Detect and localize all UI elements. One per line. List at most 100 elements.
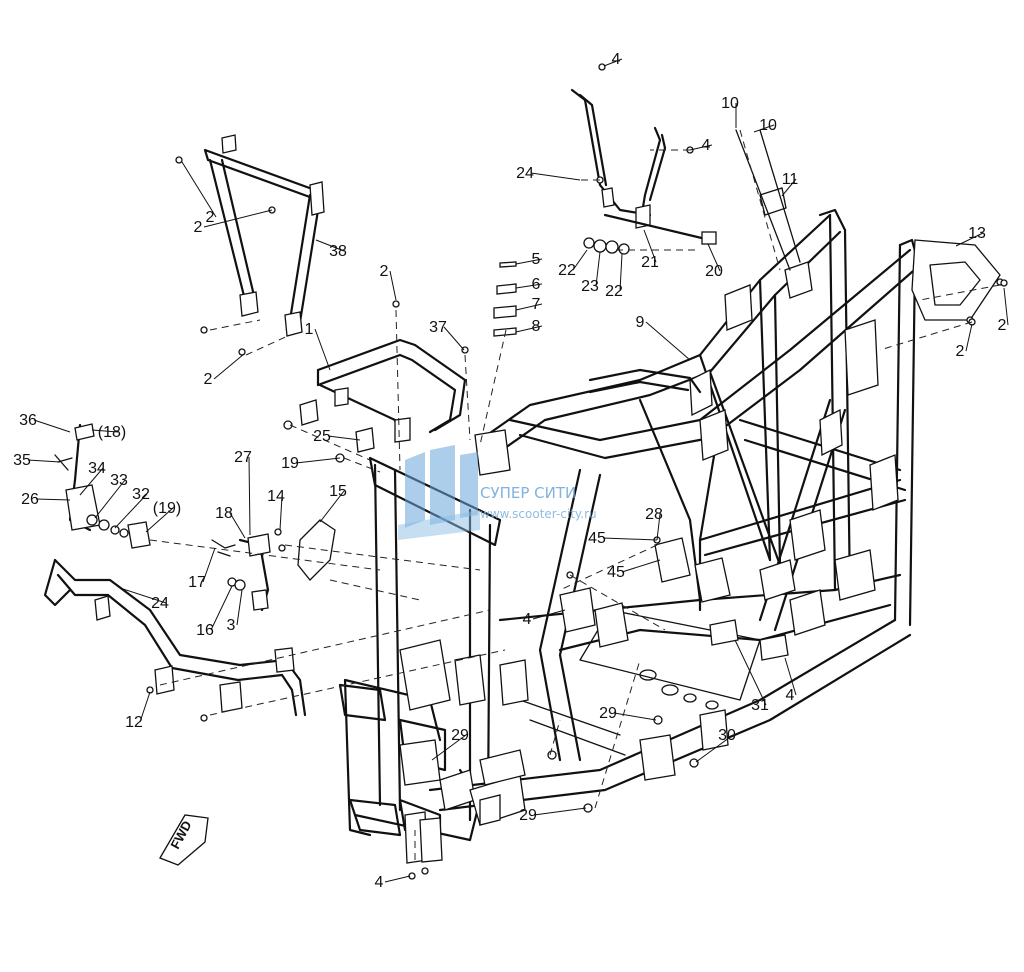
callout-leader: [613, 712, 657, 721]
callout-leader: [203, 209, 273, 228]
callout-leader: [319, 490, 345, 523]
callout-leader: [515, 258, 543, 265]
callout-leader: [27, 459, 61, 463]
part-11-bracket: [735, 129, 813, 299]
callout-label: 29: [519, 807, 537, 824]
parts-30-31-brackets: [709, 619, 789, 661]
callout-label: 4: [786, 687, 795, 704]
callout-leader: [1003, 287, 1009, 326]
callout-leader: [327, 435, 361, 441]
callout-leader: [645, 321, 691, 361]
callout-leader: [707, 243, 721, 272]
callout-label: 12: [125, 714, 143, 731]
callout-label: 2: [206, 209, 215, 226]
callout-label: 22: [558, 262, 576, 279]
callout-leader: [734, 639, 767, 706]
callout-label: 11: [782, 171, 799, 188]
callout-leader: [656, 513, 661, 541]
part-3-front-tube: [43, 558, 307, 717]
callout-label: 38: [329, 243, 347, 260]
callout-leader: [114, 493, 148, 529]
callout-leader: [314, 328, 331, 371]
bolts: [146, 63, 1008, 880]
callout-label: (18): [98, 424, 126, 441]
callout-label: 14: [267, 488, 285, 505]
callout-label: 37: [429, 319, 447, 336]
callout-label: 45: [607, 564, 625, 581]
callout-leader: [753, 124, 775, 133]
callout-label: (19): [153, 500, 181, 517]
callout-label: 8: [532, 318, 541, 335]
callout-leader: [295, 457, 341, 464]
callout-label: 13: [968, 225, 986, 242]
assembly-dashed-lines: [149, 129, 1001, 860]
callout-label: 5: [532, 251, 541, 268]
callout-leader: [210, 585, 233, 631]
callout-leader: [315, 239, 345, 252]
callout-leader: [236, 589, 243, 626]
callout-label: 35: [13, 452, 31, 469]
part-29-washers: [547, 715, 699, 813]
callout-label: 28: [645, 506, 663, 523]
callout-leader: [532, 609, 566, 620]
callout-label: 1: [305, 321, 314, 338]
parts-32-37-lever-assembly: [54, 423, 151, 549]
callout-label: 15: [329, 483, 347, 500]
callout-label: 10: [721, 95, 739, 112]
callout-label: 24: [151, 595, 169, 612]
callout-leader: [781, 178, 797, 197]
main-frame: [338, 208, 922, 842]
part-12-bracket: [399, 739, 443, 864]
part-38-rack-support: [203, 134, 325, 337]
callout-leader: [533, 807, 587, 816]
callout-leader: [515, 303, 543, 311]
callout-leader: [139, 691, 151, 723]
callout-leader: [94, 479, 126, 519]
callout-label: 18: [215, 505, 233, 522]
callout-leader: [595, 251, 601, 287]
callout-leader: [955, 232, 984, 247]
callout-label: 29: [451, 727, 469, 744]
callout-leader: [689, 144, 713, 151]
callout-leader: [389, 270, 397, 301]
callout-leader: [443, 326, 465, 351]
parts-14-19-pedal-assembly: [211, 519, 336, 612]
callout-leader: [384, 875, 411, 883]
callout-leader: [248, 456, 251, 536]
callout-leader: [784, 657, 797, 696]
callout-label: 3: [227, 617, 236, 634]
callout-label: 31: [751, 697, 769, 714]
callout-leader: [515, 325, 543, 333]
callout-leader: [619, 253, 623, 292]
callout-label: 17: [188, 574, 206, 591]
callout-leader: [965, 323, 973, 352]
callout-leader: [202, 547, 216, 583]
parts-28-45-mounts: [559, 536, 731, 648]
fwd-direction-marker: FWD: [159, 814, 209, 866]
callout-leader: [431, 734, 467, 761]
callout-leader: [91, 429, 119, 433]
callout-label: 21: [641, 254, 659, 271]
callout-leader: [695, 734, 734, 763]
callout-label: 2: [204, 371, 213, 388]
callout-leader: [119, 587, 167, 604]
callout-label: 10: [759, 117, 777, 134]
callout-label: 24: [516, 165, 534, 182]
callout-leader: [181, 161, 217, 218]
part-9-cross-tube: [588, 368, 702, 394]
callout-label: 34: [88, 460, 106, 477]
callout-leader: [79, 467, 104, 496]
callout-label: 4: [523, 611, 532, 628]
callout-label: 16: [196, 622, 214, 639]
callout-label: 45: [588, 530, 606, 547]
callout-label: 4: [612, 51, 621, 68]
callout-leader: [602, 537, 658, 541]
part-1-front-rack-bar: [316, 338, 467, 443]
callout-label: 33: [110, 472, 128, 489]
parts-5-8-shims: [493, 261, 517, 337]
callout-label: 29: [599, 705, 617, 722]
callout-leader: [530, 172, 581, 181]
callout-label: 30: [718, 727, 736, 744]
